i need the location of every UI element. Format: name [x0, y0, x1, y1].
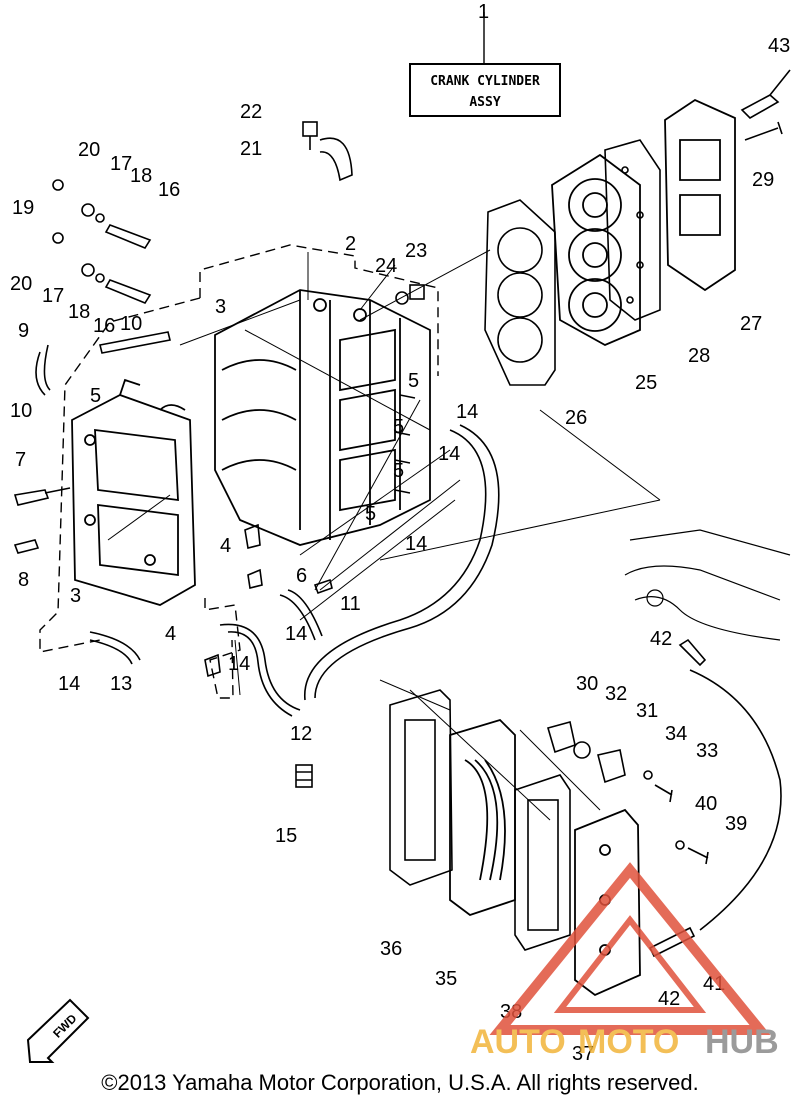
crankcase-block	[214, 289, 431, 546]
callout-13: 13	[110, 673, 132, 695]
callout-16: 16	[158, 179, 180, 201]
callout-14: 14	[456, 401, 478, 423]
callout-15: 15	[275, 825, 297, 847]
callout-17: 17	[42, 285, 64, 307]
callout-4: 4	[165, 623, 176, 645]
copyright-notice: ©2013 Yamaha Motor Corporation, U.S.A. A…	[101, 1070, 699, 1095]
crankcase-half-left	[71, 378, 196, 606]
callout-22: 22	[240, 101, 262, 123]
watermark-hub: HUB	[705, 1023, 779, 1061]
callout-5: 5	[365, 503, 376, 525]
callout-14: 14	[405, 533, 427, 555]
callout-30: 30	[576, 673, 598, 695]
leader-lines	[107, 249, 661, 821]
callout-5: 5	[408, 370, 419, 392]
motor-outline	[624, 529, 791, 641]
callout-10: 10	[120, 313, 142, 335]
callout-42: 42	[658, 988, 680, 1010]
callout-3: 3	[70, 585, 81, 607]
head-cover-gasket	[604, 139, 661, 321]
callout-20: 20	[78, 139, 100, 161]
title-box-line1: CRANK CYLINDER	[430, 74, 540, 89]
callout-19: 19	[12, 197, 34, 219]
callout-6: 6	[296, 565, 307, 587]
callout-14: 14	[285, 623, 307, 645]
callout-2: 2	[345, 233, 356, 255]
crankcase-group-outline	[39, 244, 439, 699]
callout-4: 4	[220, 535, 231, 557]
exhaust-gasket-outer	[389, 689, 453, 886]
exhaust-inner-cover	[449, 718, 516, 917]
hoses	[35, 331, 782, 958]
callout-31: 31	[636, 700, 658, 722]
bracket-bolt	[302, 121, 353, 182]
callout-43: 43	[768, 35, 790, 57]
callout-16: 16	[93, 315, 115, 337]
spark-plug	[740, 69, 791, 119]
drain-bolts	[52, 179, 152, 304]
callout-10: 10	[10, 400, 32, 422]
callout-37: 37	[572, 1043, 594, 1065]
callout-14: 14	[438, 443, 460, 465]
callout-5: 5	[90, 385, 101, 407]
callout-29: 29	[752, 169, 774, 191]
watermark-moto: MOTO	[578, 1023, 679, 1061]
callout-21: 21	[240, 138, 262, 160]
exhaust-gasket-inner	[514, 774, 571, 951]
callout-32: 32	[605, 683, 627, 705]
assembly-title-box	[409, 12, 561, 117]
plug-washer	[395, 284, 425, 305]
callout-24: 24	[375, 255, 397, 277]
callout-26: 26	[565, 407, 587, 429]
fwd-arrow	[26, 998, 90, 1063]
callout-7: 7	[15, 449, 26, 471]
callout-23: 23	[405, 240, 427, 262]
watermark-triangle	[489, 862, 771, 1035]
head-cover-bolt	[744, 121, 783, 141]
clamp-pack	[295, 764, 313, 788]
callout-14: 14	[58, 673, 80, 695]
callout-20: 20	[10, 273, 32, 295]
thermostat-assembly	[547, 721, 626, 784]
fittings	[13, 394, 416, 678]
head-cover	[664, 98, 736, 292]
watermark-auto: AUTO	[470, 1023, 566, 1061]
callout-8: 8	[18, 569, 29, 591]
callout-34: 34	[665, 723, 687, 745]
head-gasket	[484, 199, 556, 386]
callout-5: 5	[393, 416, 404, 438]
title-box-line2: ASSY	[469, 95, 500, 110]
callout-12: 12	[290, 723, 312, 745]
callout-18: 18	[130, 165, 152, 187]
callout-36: 36	[380, 938, 402, 960]
callout-35: 35	[435, 968, 457, 990]
callout-27: 27	[740, 313, 762, 335]
callout-5: 5	[393, 460, 404, 482]
callout-42: 42	[650, 628, 672, 650]
callout-3: 3	[215, 296, 226, 318]
cylinder-head	[551, 153, 641, 347]
callout-18: 18	[68, 301, 90, 323]
cover-bolts	[643, 770, 709, 865]
callout-numbers: 1 2 3 3 4 4 5 5 5 5 5 6 7 8 9 10 10 11 1…	[10, 1, 790, 1065]
callout-40: 40	[695, 793, 717, 815]
callout-14: 14	[228, 653, 250, 675]
callout-28: 28	[688, 345, 710, 367]
callout-1: 1	[478, 1, 489, 23]
callout-9: 9	[18, 320, 29, 342]
callout-17: 17	[110, 153, 132, 175]
watermark-logo: AUTO MOTO HUB	[470, 862, 779, 1061]
callout-11: 11	[340, 593, 361, 615]
callout-33: 33	[696, 740, 718, 762]
callout-39: 39	[725, 813, 747, 835]
callout-25: 25	[635, 372, 657, 394]
